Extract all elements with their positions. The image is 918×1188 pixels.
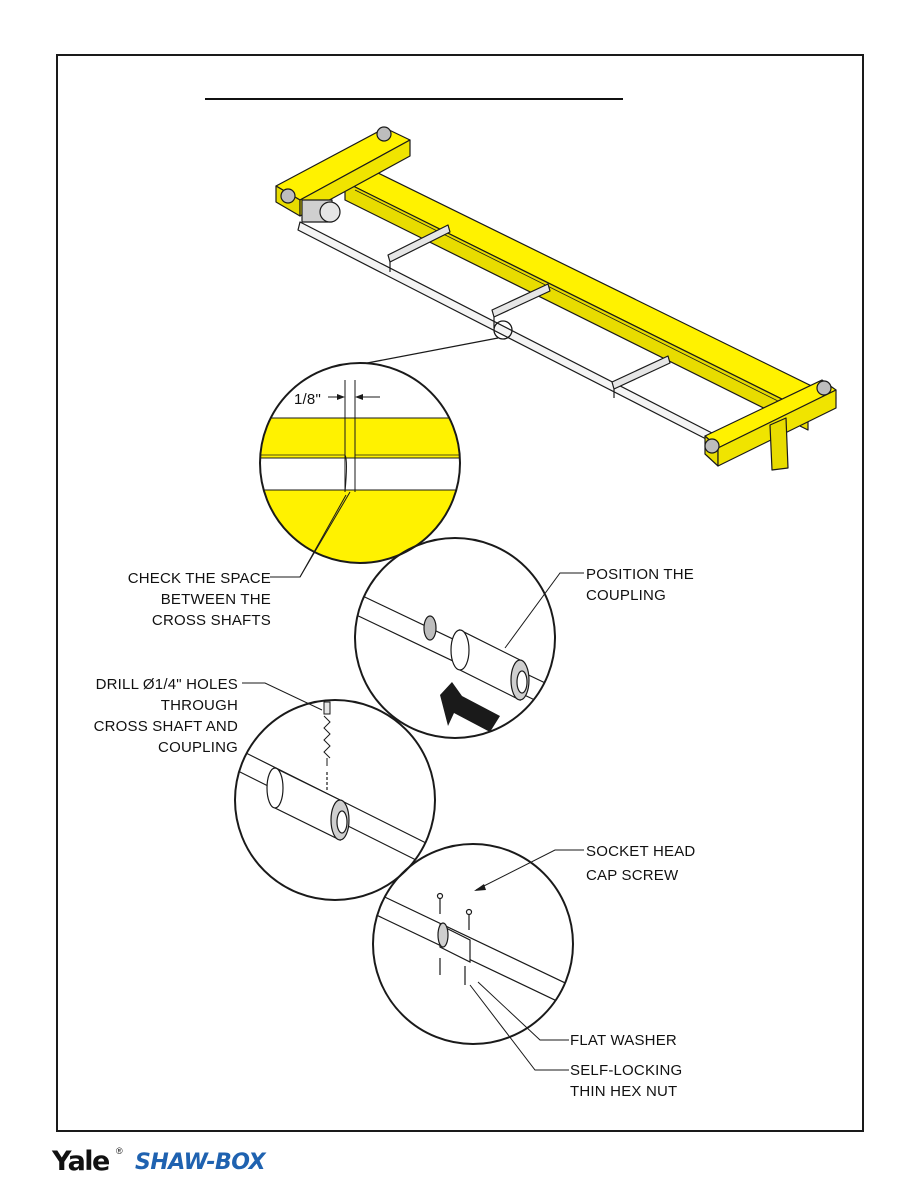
detail-circle-coupling (354, 537, 556, 739)
check-space-line-3: CROSS SHAFTS (151, 612, 271, 629)
socket-head-line-1: SOCKET HEAD (586, 843, 696, 860)
main-girder-side (344, 181, 809, 431)
drill-holes-line-3: CROSS SHAFT AND (93, 718, 238, 735)
check-space-line-2: BETWEEN THE (160, 591, 271, 608)
shawbox-logo: SHAW-BOX (135, 1150, 266, 1175)
hex-nut-line-2: THIN HEX NUT (570, 1083, 678, 1100)
position-coupling-line-2: COUPLING (586, 587, 666, 604)
registered-mark: ® (116, 1146, 123, 1156)
shaft-hanger-bracket (387, 224, 451, 272)
gap-dimension-label: 1/8" (294, 391, 321, 408)
drill-holes-line-2: THROUGH (160, 697, 238, 714)
detail-circle-drill (234, 699, 436, 901)
title-underline (205, 98, 623, 100)
drill-holes-line-4: COUPLING (158, 739, 238, 756)
detail-gap-check (259, 362, 461, 578)
detail-callout-circle (493, 320, 513, 340)
position-coupling-line-1: POSITION THE (586, 566, 694, 583)
page-border (56, 54, 864, 1132)
detail-drill-holes (234, 682, 436, 901)
shaft-hanger-bracket (491, 283, 551, 328)
push-arrow-icon (440, 682, 500, 732)
drill-bit-icon (323, 701, 331, 766)
detail-position-coupling (354, 537, 584, 739)
flat-washer-label: FLAT WASHER (570, 1032, 677, 1049)
socket-head-line-2: CAP SCREW (586, 867, 679, 884)
yale-logo: Yale (52, 1146, 110, 1177)
detail-circle-fasteners (372, 843, 574, 1045)
shaft-hanger-bracket (611, 355, 671, 398)
crane-assembly (275, 126, 837, 471)
hex-nut-line-1: SELF-LOCKING (570, 1062, 683, 1079)
detail-fasteners (372, 843, 584, 1071)
detail-circle-gap (259, 362, 461, 564)
drill-holes-line-1: DRILL Ø1/4" HOLES (95, 676, 238, 693)
check-space-line-1: CHECK THE SPACE (127, 570, 271, 587)
